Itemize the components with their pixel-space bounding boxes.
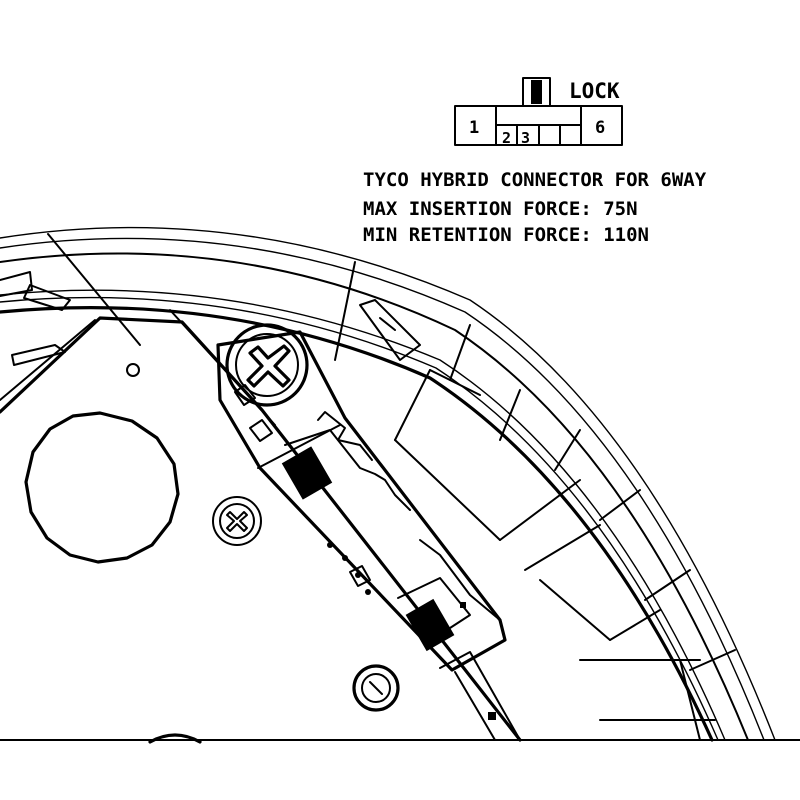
latch-block-upper <box>281 446 333 500</box>
connector-notes: TYCO HYBRID CONNECTOR FOR 6WAY MAX INSER… <box>363 169 707 246</box>
polygon-boss <box>24 411 180 564</box>
outer-ring-1 <box>0 226 776 741</box>
inner-ring-3 <box>0 306 714 742</box>
pin-2-label: 2 <box>502 129 511 147</box>
note-connector-type: TYCO HYBRID CONNECTOR FOR 6WAY <box>363 169 707 191</box>
note-insertion-force: MAX INSERTION FORCE: 75N <box>363 198 638 220</box>
inner-ring-1 <box>0 289 726 741</box>
small-hole <box>126 363 140 377</box>
channel-segments <box>359 299 716 741</box>
pin-6-label: 6 <box>595 118 605 138</box>
housing-rings <box>0 226 776 742</box>
pcb-clip-left <box>11 344 66 366</box>
connector-pinout-diagram: LOCK 1 2 3 6 <box>454 77 623 147</box>
pin-3-label: 3 <box>521 129 530 147</box>
latch-block-lower <box>405 598 455 652</box>
pcb-plate <box>0 271 522 742</box>
lock-tab-fill <box>531 80 542 104</box>
pcb-clip-top <box>0 271 33 297</box>
pin-1-label: 1 <box>469 118 479 138</box>
radial-ticks <box>47 233 736 671</box>
outer-ring-3 <box>0 252 749 741</box>
inner-ring-2 <box>0 296 719 741</box>
lock-label: LOCK <box>569 79 620 103</box>
outer-ring-2 <box>0 237 765 741</box>
screw-bottom <box>352 664 400 712</box>
screw-left <box>212 496 262 546</box>
connector-housing <box>216 330 521 741</box>
screw-top <box>225 323 309 407</box>
note-retention-force: MIN RETENTION FORCE: 110N <box>363 224 649 246</box>
